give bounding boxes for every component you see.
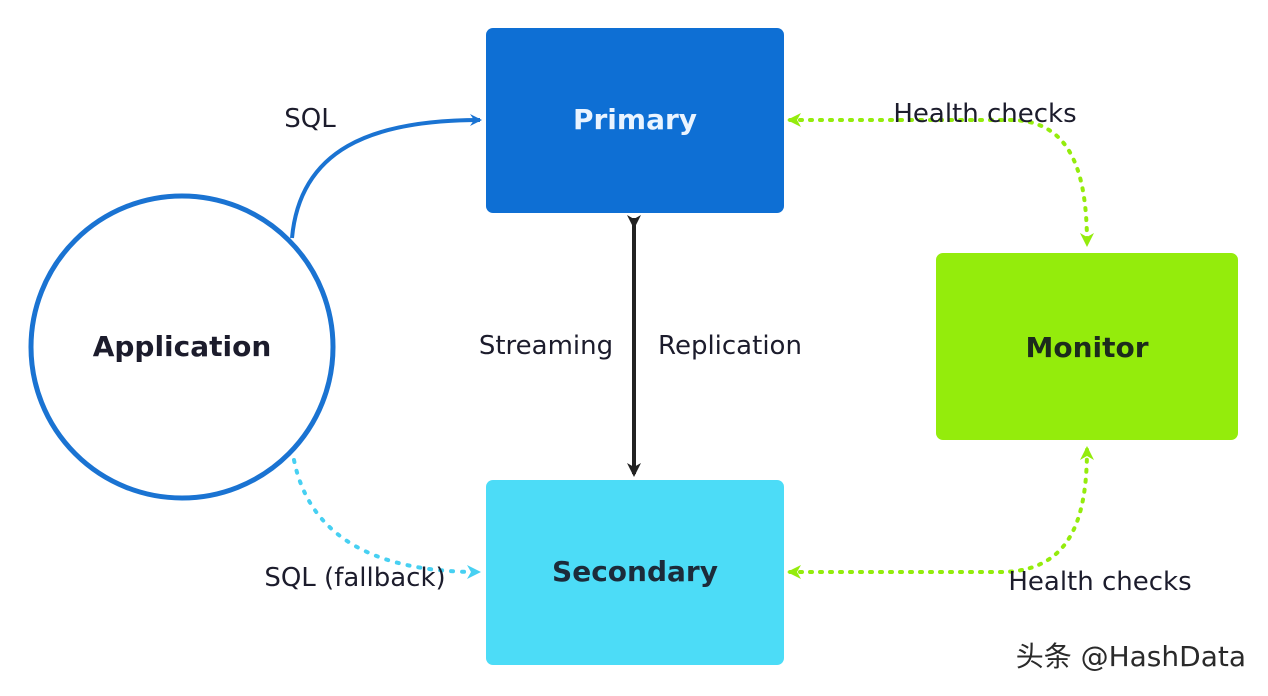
- health-check-primary-arrow: [787, 113, 1094, 247]
- application-circle: [28, 193, 336, 501]
- monitor-label: Monitor: [1025, 331, 1148, 364]
- primary-node: Primary: [486, 28, 784, 213]
- sql-label: SQL: [284, 104, 336, 134]
- secondary-label: Secondary: [552, 555, 718, 588]
- sql-arrow: [290, 114, 482, 239]
- application-node: Application: [28, 193, 336, 501]
- watermark-text: 头条 @HashData: [1016, 640, 1246, 673]
- health-checks-secondary-label: Health checks: [1008, 567, 1191, 597]
- sql-fallback-arrow: [292, 458, 481, 579]
- primary-label: Primary: [573, 103, 697, 136]
- health-checks-primary-label: Health checks: [893, 99, 1076, 129]
- primary-box: [486, 28, 784, 213]
- monitor-box: [936, 253, 1238, 440]
- streaming-label: Streaming: [479, 331, 613, 361]
- health-check-secondary-arrow: [787, 446, 1094, 579]
- sql-fallback-label: SQL (fallback): [264, 563, 445, 593]
- monitor-node: Monitor: [936, 253, 1238, 440]
- application-label: Application: [93, 330, 272, 363]
- secondary-node: Secondary: [486, 480, 784, 665]
- secondary-box: [486, 480, 784, 665]
- replication-label: Replication: [658, 331, 802, 361]
